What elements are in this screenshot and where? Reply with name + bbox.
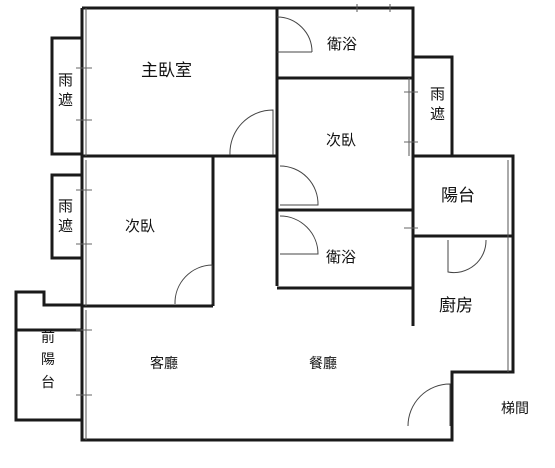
door-master-bedroom bbox=[229, 109, 274, 156]
room-label-bedroom-right: 次臥 bbox=[326, 131, 357, 149]
room-label-bath-top: 衛浴 bbox=[327, 35, 358, 53]
room-label-stairwell: 梯間 bbox=[501, 401, 529, 417]
door-bedroom-left bbox=[174, 264, 213, 305]
door-bedroom-right bbox=[279, 165, 319, 206]
door-bath-middle bbox=[279, 215, 319, 255]
room-label-kitchen: 廚房 bbox=[439, 296, 473, 316]
room-label-living-room: 客廳 bbox=[150, 356, 178, 372]
window-frames bbox=[76, 4, 509, 440]
door-bath-top bbox=[276, 16, 313, 53]
room-label-bath-middle: 衛浴 bbox=[326, 248, 357, 266]
door-entrance bbox=[407, 383, 451, 427]
doors bbox=[174, 16, 487, 427]
room-label-canopy-top-right: 雨遮 bbox=[430, 85, 446, 124]
room-label-dining-room: 餐廳 bbox=[309, 356, 337, 372]
room-label-canopy-mid-left: 雨遮 bbox=[58, 197, 74, 236]
room-label-front-balcony: 前陽台 bbox=[41, 330, 55, 391]
room-label-balcony: 陽台 bbox=[441, 186, 475, 206]
room-label-bedroom-left: 次臥 bbox=[125, 217, 156, 235]
room-label-canopy-top-left: 雨遮 bbox=[58, 71, 74, 110]
door-balcony bbox=[447, 239, 487, 274]
walls bbox=[14, 6, 515, 442]
room-label-master-bedroom: 主臥室 bbox=[141, 61, 192, 81]
